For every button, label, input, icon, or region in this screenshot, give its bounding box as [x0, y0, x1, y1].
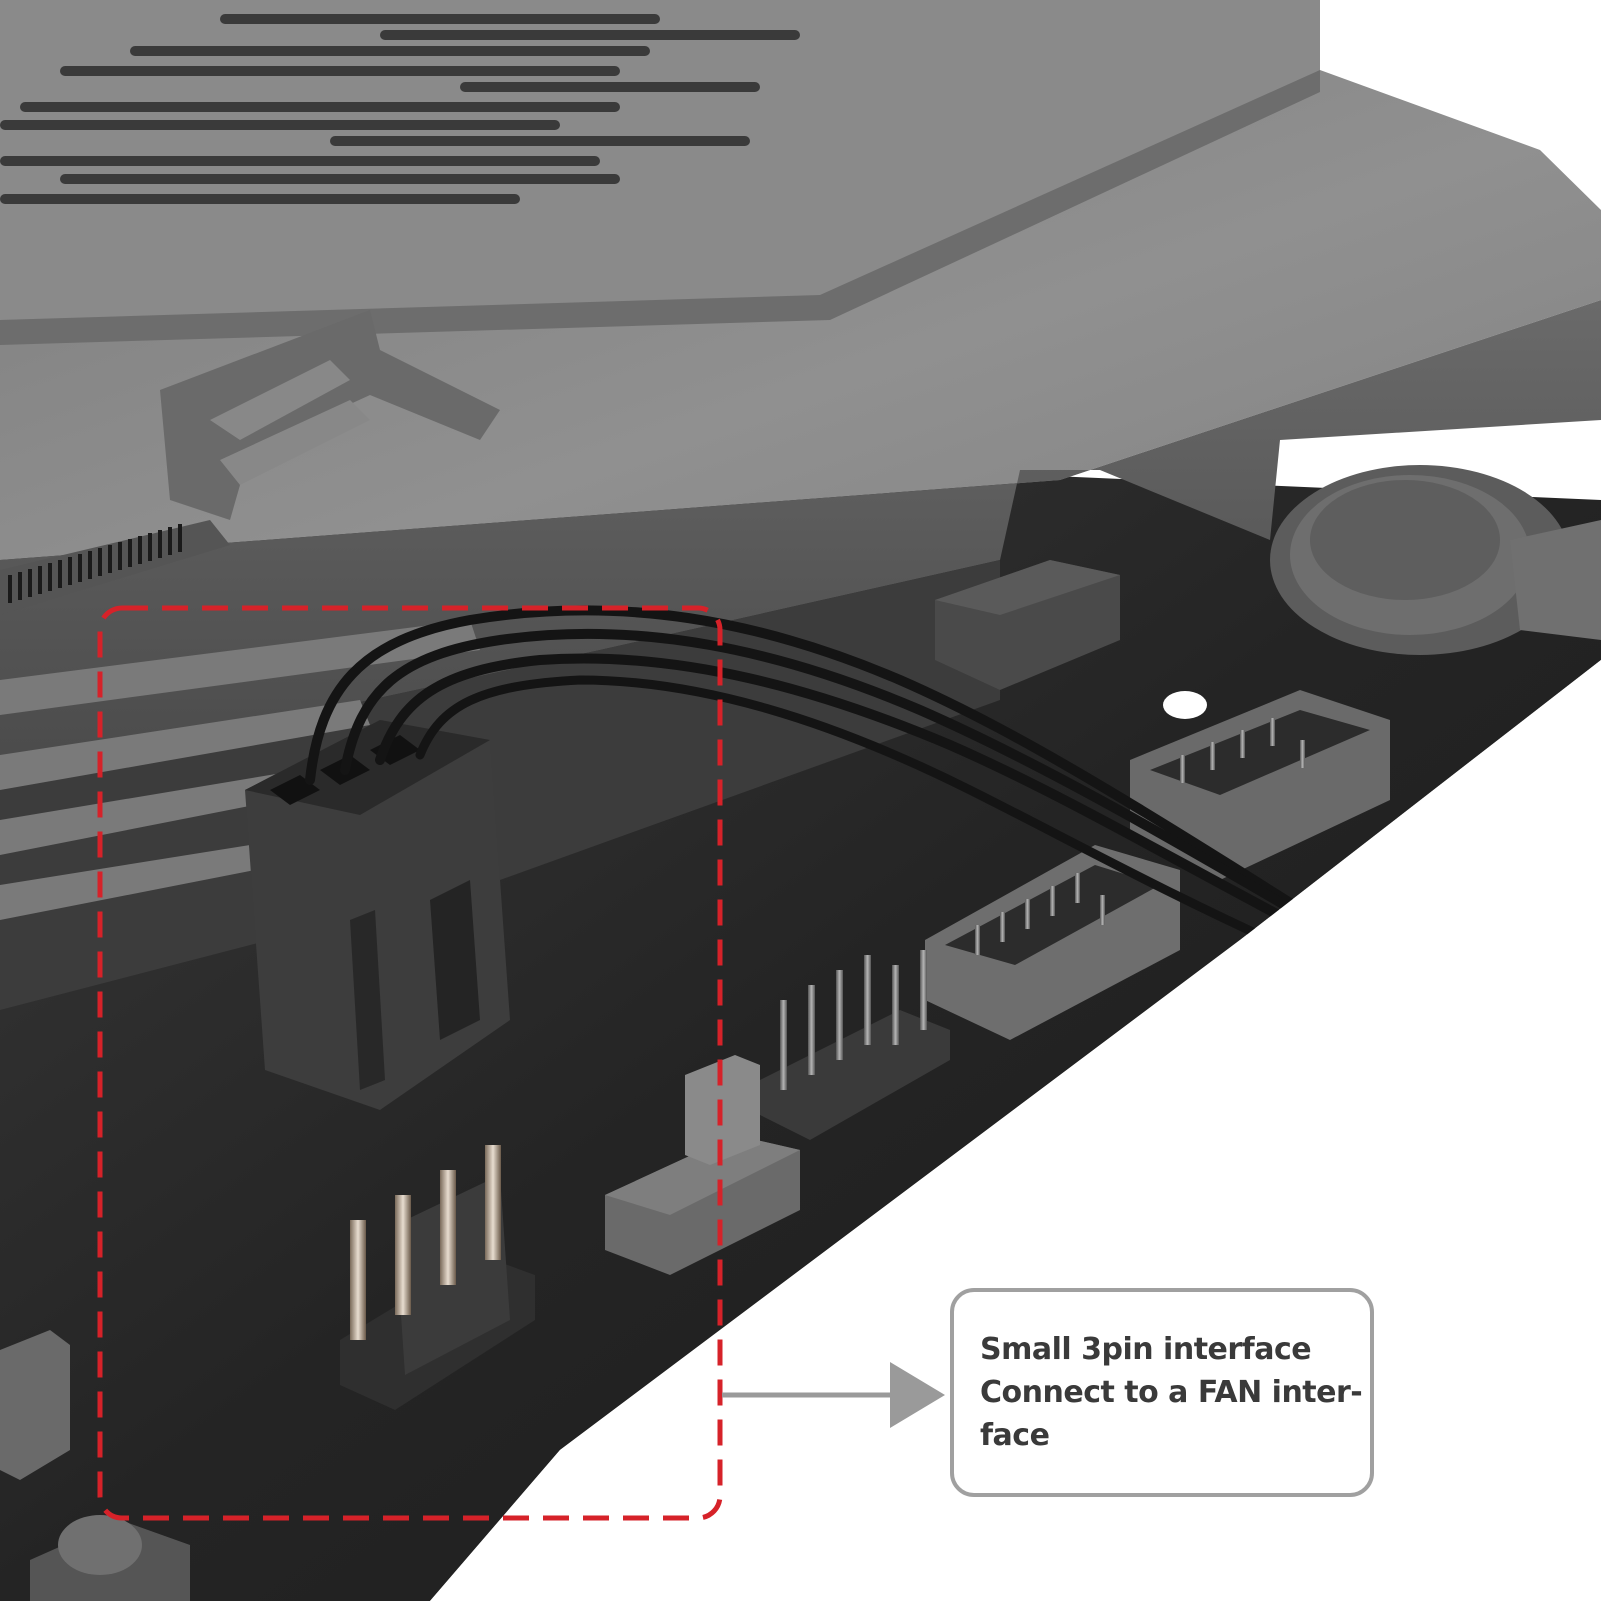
- cmos-battery-icon: [1270, 465, 1601, 655]
- callout-box: [950, 1288, 1374, 1497]
- board-standoff-top: [935, 560, 1120, 615]
- fan-connector-icon: [245, 720, 510, 1110]
- mounting-hole: [1163, 691, 1207, 719]
- usb-header-icon: [1130, 690, 1390, 880]
- callout-arrow: [722, 1362, 945, 1428]
- arrow-head-icon: [890, 1362, 945, 1428]
- cover-stripes: [0, 620, 480, 920]
- highlight-box: [97, 605, 723, 1521]
- cover-lower-face: [0, 560, 1000, 1010]
- three-pin-header-icon: [340, 1145, 535, 1410]
- callout-line-1: Small 3pin interface: [980, 1332, 1312, 1367]
- box-header-icon: [925, 845, 1180, 1040]
- cover-raised-plate: [0, 0, 1320, 320]
- cover-plate-step: [0, 70, 1320, 345]
- pcie-slot-icon: [0, 310, 500, 615]
- callout-text: Small 3pin interface Connect to a FAN in…: [980, 1328, 1363, 1457]
- callout-line-2: Connect to a FAN inter-: [980, 1375, 1363, 1410]
- slide-switch-icon: [605, 1055, 800, 1275]
- board-component: [0, 1330, 70, 1480]
- tact-button-icon: [30, 1515, 190, 1601]
- vent-slots: [0, 14, 800, 204]
- callout-line-3: face: [980, 1418, 1050, 1453]
- pin-header-icon: [760, 950, 950, 1140]
